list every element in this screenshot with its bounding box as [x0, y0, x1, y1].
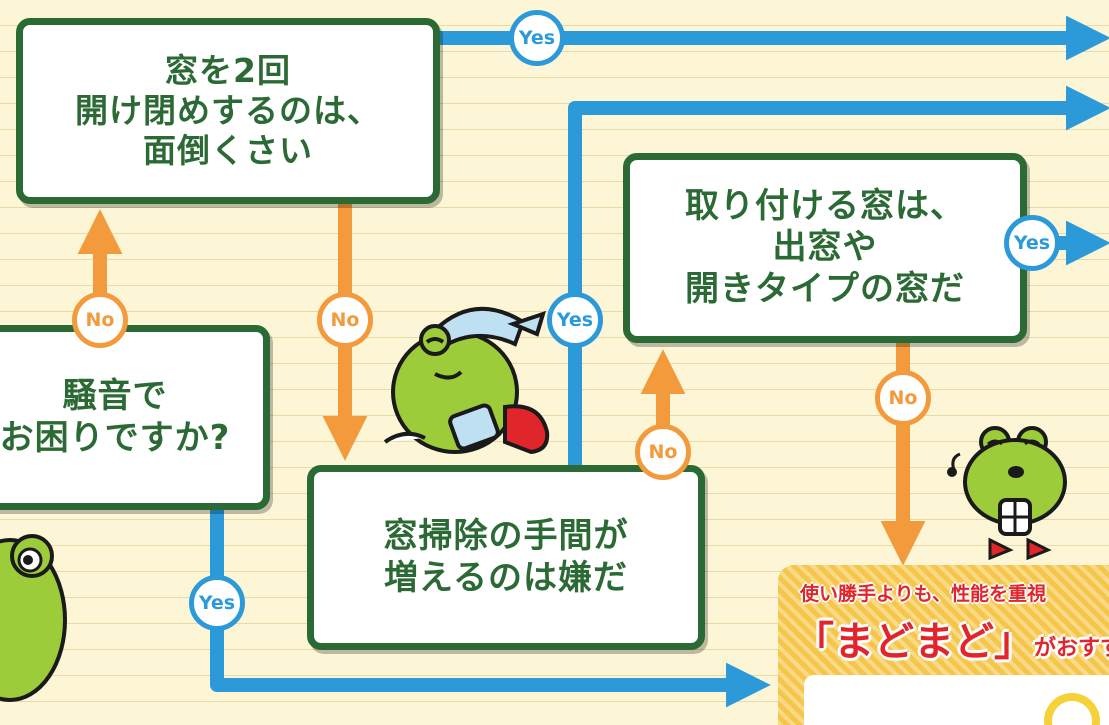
question-box-twice: 窓を2回 開け閉めするのは、 面倒くさい	[16, 18, 440, 204]
recommendation-product-name: 「まどまど」	[794, 619, 1034, 665]
question-line: 騒音で	[62, 376, 168, 417]
question-box-cleaning: 窓掃除の手間が 増えるのは嫌だ	[307, 465, 705, 650]
recommendation-suffix: がおすす	[1034, 636, 1109, 661]
question-box-window-type: 取り付ける窓は、 出窓や 開きタイプの窓だ	[623, 153, 1027, 343]
question-line: 窓を2回	[165, 50, 291, 90]
question-line: 増えるのは嫌だ	[384, 557, 628, 598]
frog-mascot-cap-illustration	[383, 306, 550, 455]
yes-badge: Yes	[509, 10, 565, 66]
recommendation-panel	[804, 675, 1109, 725]
recommendation-tagline: 使い勝手よりも、性能を重視	[800, 583, 1047, 605]
yes-badge: Yes	[1004, 215, 1060, 271]
question-line: 面倒くさい	[143, 131, 313, 171]
yes-badge: Yes	[189, 575, 245, 631]
yes-badge: Yes	[547, 292, 603, 348]
decorative-shape	[1044, 693, 1100, 725]
question-line: 開きタイプの窓だ	[685, 268, 965, 309]
recommendation-banner: 使い勝手よりも、性能を重視 「まどまど」がおすす	[778, 565, 1109, 725]
question-box-noise: 騒音で お困りですか?	[0, 325, 270, 510]
question-line: 取り付ける窓は、	[685, 185, 965, 226]
no-badge: No	[875, 370, 931, 426]
no-badge: No	[635, 424, 691, 480]
no-badge: No	[72, 292, 128, 348]
frog-mascot-partial-illustration	[0, 534, 67, 702]
question-line: 開け閉めするのは、	[75, 90, 381, 130]
question-line: 窓掃除の手間が	[383, 516, 629, 557]
question-line: 出窓や	[772, 227, 878, 268]
no-badge: No	[317, 292, 373, 348]
yes-arrow-noise-down-right	[210, 510, 771, 708]
frog-mascot-singing-illustration	[947, 426, 1067, 560]
yes-arrow-cleaning-up-right	[568, 85, 1109, 470]
recommendation-product-line: 「まどまど」がおすす	[794, 609, 1109, 667]
question-line: お困りですか?	[0, 417, 231, 458]
